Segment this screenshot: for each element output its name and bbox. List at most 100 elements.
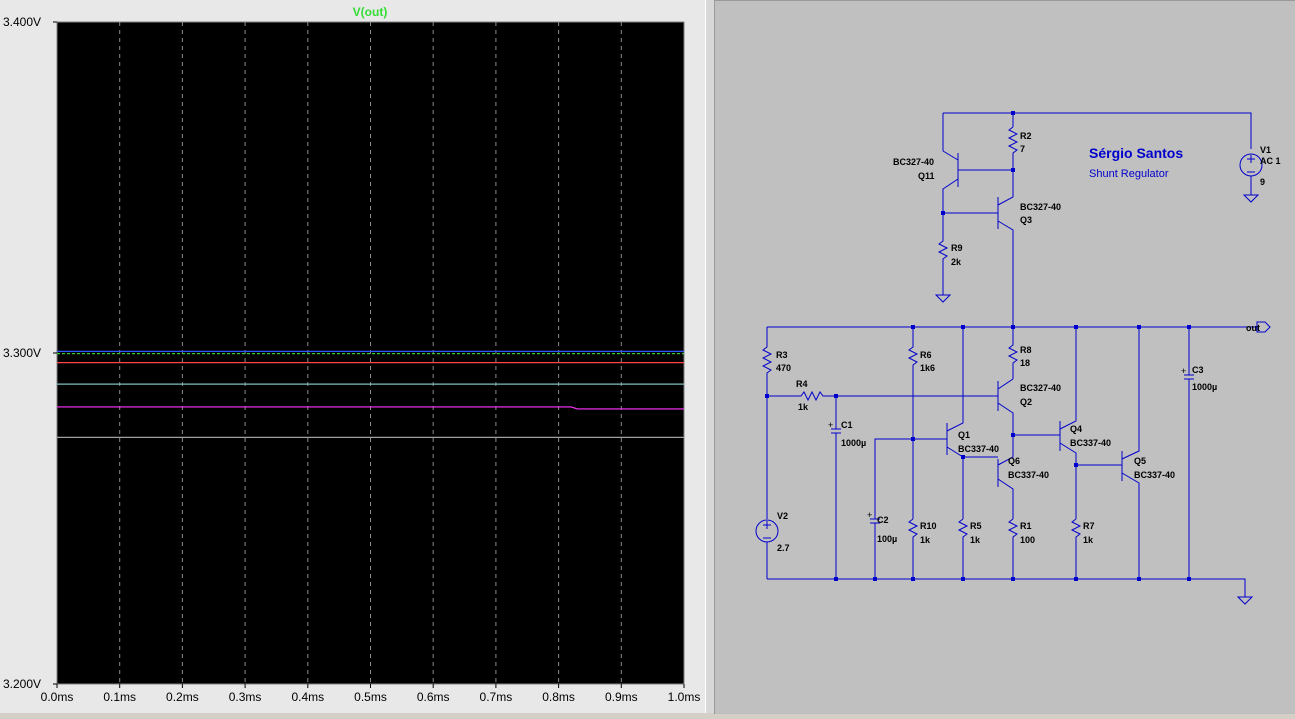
q5-name[interactable]: Q5 (1134, 456, 1146, 466)
resistor-r4[interactable] (767, 390, 998, 402)
r4-name[interactable]: R4 (796, 379, 808, 389)
resistor-r1[interactable] (1007, 518, 1019, 579)
r10-value[interactable]: 1k (920, 535, 931, 545)
plot-traces (57, 350, 684, 439)
r5-name[interactable]: R5 (970, 521, 982, 531)
capacitor-polarity-marks: + + + (828, 366, 1186, 520)
transistor-q4[interactable] (1013, 327, 1077, 519)
schematic-editor-pane[interactable]: + + + Sérgio Santos Shunt Regulator out … (714, 0, 1295, 714)
c3-name[interactable]: C3 (1192, 365, 1204, 375)
net-label-out[interactable]: out (1246, 323, 1260, 333)
r8-name[interactable]: R8 (1020, 345, 1032, 355)
q2-name[interactable]: Q2 (1020, 397, 1032, 407)
x-tick-label: 0.2ms (166, 690, 199, 704)
c2-name[interactable]: C2 (877, 515, 889, 525)
author-label[interactable]: Sérgio Santos (1089, 145, 1183, 161)
v1-name[interactable]: V1 (1260, 145, 1271, 155)
transistor-q6[interactable] (963, 435, 1014, 519)
x-tick-label: 0.8ms (542, 690, 575, 704)
c1-value[interactable]: 1000µ (841, 438, 866, 448)
trace-title-label[interactable]: V(out) (353, 5, 388, 19)
r2-name[interactable]: R2 (1020, 131, 1032, 141)
r8-value[interactable]: 18 (1020, 358, 1030, 368)
q4-model[interactable]: BC337-40 (1070, 438, 1111, 448)
r10-name[interactable]: R10 (920, 521, 937, 531)
q1-name[interactable]: Q1 (958, 430, 970, 440)
r7-value[interactable]: 1k (1083, 535, 1094, 545)
r9-value[interactable]: 2k (951, 257, 962, 267)
plot-grid (119, 22, 622, 684)
q11-name[interactable]: Q11 (918, 171, 935, 181)
x-tick-label: 0.6ms (417, 690, 450, 704)
v1-value[interactable]: AC 1 (1260, 156, 1281, 166)
r3-value[interactable]: 470 (776, 363, 791, 373)
wire-ground-rail (767, 578, 1254, 605)
ground-r9 (934, 294, 952, 303)
subtitle-label[interactable]: Shunt Regulator (1089, 168, 1169, 180)
r9-name[interactable]: R9 (951, 243, 963, 253)
trace-line-5[interactable] (57, 406, 684, 410)
resistor-r9[interactable] (937, 213, 949, 295)
r7-name[interactable]: R7 (1083, 521, 1095, 531)
resistor-r8[interactable] (1007, 327, 1019, 379)
q6-name[interactable]: Q6 (1008, 456, 1020, 466)
x-tick-label: 0.0ms (41, 690, 74, 704)
r6-value[interactable]: 1k6 (920, 363, 935, 373)
y-tick-label: 3.300V (3, 346, 41, 360)
v2-name[interactable]: V2 (777, 511, 788, 521)
y-tick-label: 3.200V (3, 677, 41, 691)
x-tick-label: 0.1ms (103, 690, 136, 704)
svg-text:+: + (1181, 366, 1186, 376)
resistor-r3[interactable] (761, 327, 773, 519)
transistor-q2[interactable] (997, 378, 1014, 435)
transistor-q1[interactable] (913, 327, 964, 519)
x-tick-label: 0.9ms (605, 690, 638, 704)
r3-name[interactable]: R3 (776, 350, 788, 360)
wire-top-rail (943, 112, 1252, 149)
waveform-viewer-pane[interactable]: V(out) 0.0ms 0.1ms 0.2ms 0.3ms 0.4ms 0.5ms 0.6… (0, 0, 706, 713)
v1-dc[interactable]: 9 (1260, 177, 1265, 187)
r1-value[interactable]: 100 (1020, 535, 1035, 545)
q3-name[interactable]: Q3 (1020, 215, 1032, 225)
c2-value[interactable]: 100µ (877, 534, 897, 544)
q11-model[interactable]: BC327-40 (893, 157, 934, 167)
net-label-out-flag[interactable] (1256, 321, 1271, 333)
capacitor-c2[interactable] (870, 438, 913, 579)
capacitor-c3[interactable] (1184, 327, 1194, 579)
r1-name[interactable]: R1 (1020, 521, 1032, 531)
c3-value[interactable]: 1000µ (1192, 382, 1217, 392)
r4-value[interactable]: 1k (798, 402, 809, 412)
q3-model[interactable]: BC327-40 (1020, 202, 1061, 212)
resistor-r5[interactable] (957, 518, 969, 579)
resistor-r6[interactable] (907, 327, 919, 519)
resistor-r2[interactable] (1007, 126, 1019, 169)
x-tick-label: 0.4ms (291, 690, 324, 704)
q4-name[interactable]: Q4 (1070, 424, 1082, 434)
v2-symbol (763, 521, 771, 579)
plot-tick-labels: 0.0ms 0.1ms 0.2ms 0.3ms 0.4ms 0.5ms 0.6ms 0.7ms… (3, 15, 700, 704)
resistor-r10[interactable] (907, 518, 919, 579)
x-tick-label: 0.5ms (354, 690, 387, 704)
r2-value[interactable]: 7 (1020, 144, 1025, 154)
transistor-q5[interactable] (1076, 327, 1140, 579)
resistor-r7[interactable] (1070, 518, 1082, 579)
transistor-q3[interactable] (943, 169, 1014, 327)
schematic-canvas[interactable]: + + + Sérgio Santos Shunt Regulator out … (715, 1, 1295, 714)
y-tick-label: 3.400V (3, 15, 41, 29)
waveform-plot[interactable]: V(out) 0.0ms 0.1ms 0.2ms 0.3ms 0.4ms 0.5ms 0.6… (0, 0, 705, 713)
x-tick-label: 0.3ms (229, 690, 262, 704)
v1-symbol (1242, 155, 1260, 203)
c1-name[interactable]: C1 (841, 420, 853, 430)
q6-model[interactable]: BC337-40 (1008, 470, 1049, 480)
x-tick-label: 0.7ms (480, 690, 513, 704)
r5-value[interactable]: 1k (970, 535, 981, 545)
q1-model[interactable]: BC337-40 (958, 444, 999, 454)
transistor-q11[interactable] (942, 150, 959, 213)
x-tick-label: 1.0ms (668, 690, 701, 704)
q5-model[interactable]: BC337-40 (1134, 470, 1175, 480)
r6-name[interactable]: R6 (920, 350, 932, 360)
q2-model[interactable]: BC327-40 (1020, 383, 1061, 393)
junction-dots (765, 111, 1191, 581)
capacitor-c1[interactable] (831, 396, 841, 579)
v2-value[interactable]: 2.7 (777, 543, 790, 553)
